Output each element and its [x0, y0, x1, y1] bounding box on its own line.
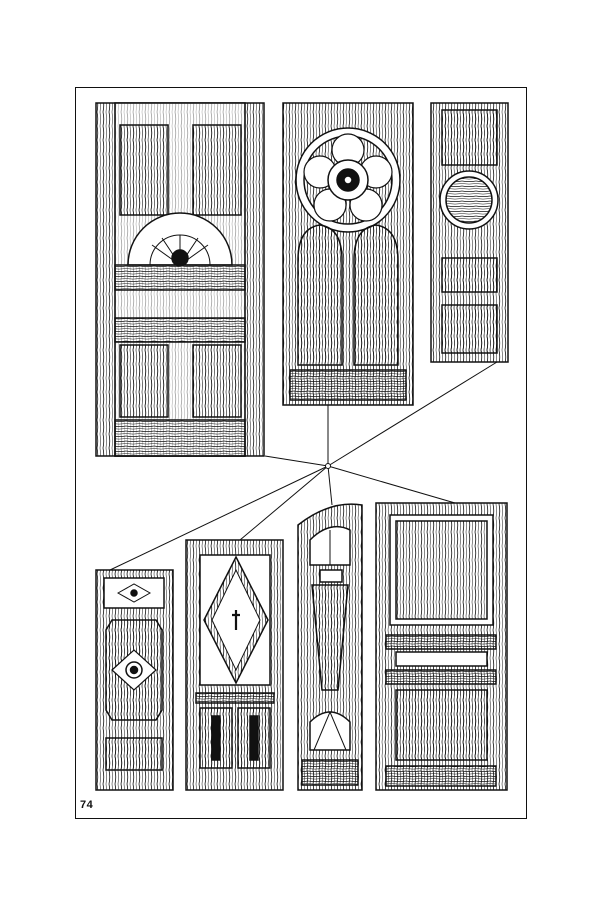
page-number: 74 — [80, 799, 94, 811]
connector-lines — [109, 361, 498, 571]
door-1 — [95, 102, 265, 457]
door-6 — [297, 503, 363, 791]
door-7 — [375, 502, 508, 791]
door-2 — [282, 102, 414, 406]
door-3 — [430, 102, 509, 363]
plate-border — [75, 87, 527, 819]
door-5 — [185, 539, 284, 791]
door-4 — [95, 569, 174, 791]
